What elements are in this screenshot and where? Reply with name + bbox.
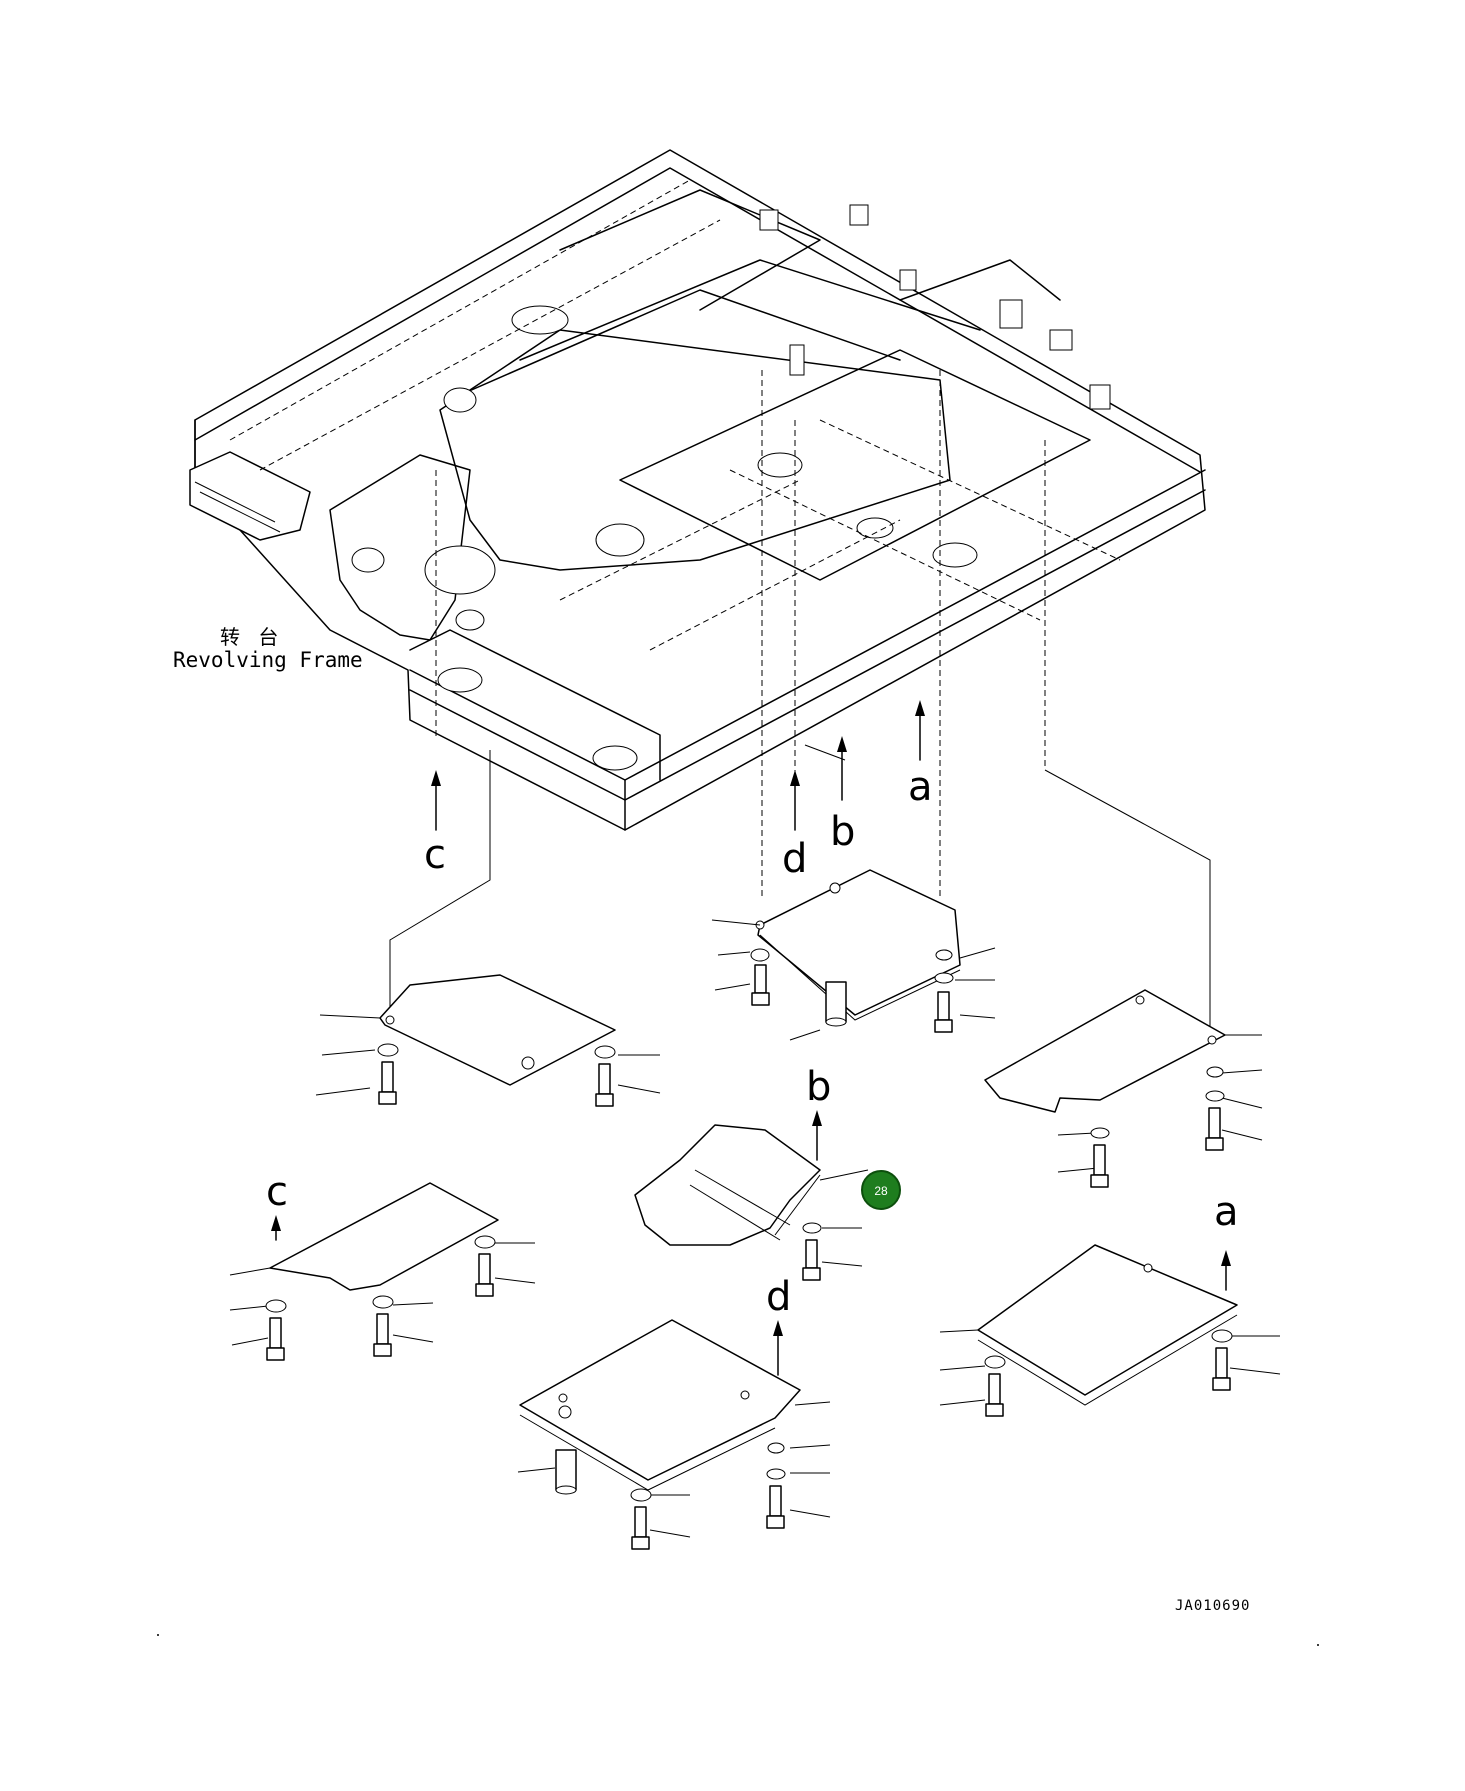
nut-icon: [935, 949, 953, 961]
bolt-icon: [634, 1506, 647, 1538]
middle-callouts: b c a d: [266, 1064, 1239, 1376]
pin-icon: [825, 981, 847, 1023]
bolt-icon: [754, 964, 767, 994]
cover-plate-d-lower: [517, 1319, 831, 1550]
cover-plate-right-upper: [984, 989, 1263, 1188]
bolt-icon: [478, 1253, 491, 1285]
bolt-icon: [269, 1317, 282, 1349]
bolt-icon: [598, 1063, 611, 1095]
washer-icon: [1211, 1329, 1233, 1343]
washer-icon: [1090, 1127, 1110, 1139]
callout-b-frame: b: [830, 809, 855, 855]
callout-b-mid: b: [806, 1064, 831, 1110]
washer-icon: [265, 1299, 287, 1313]
callout-a-mid: a: [1214, 1189, 1239, 1235]
washer-icon: [1205, 1090, 1225, 1102]
washer-icon: [594, 1045, 616, 1059]
washer-icon: [377, 1043, 399, 1057]
washer-icon: [984, 1355, 1006, 1369]
part-number-badge[interactable]: 28: [861, 1170, 901, 1210]
bolt-icon: [1093, 1144, 1106, 1176]
fasteners-d-upper: [750, 948, 954, 1033]
reference-lines: [389, 370, 1211, 1040]
washer-icon: [766, 1468, 786, 1480]
nut-icon: [1206, 1066, 1224, 1078]
bolt-icon: [937, 991, 950, 1021]
callout-d-frame: d: [782, 836, 807, 882]
nut-icon: [767, 1442, 785, 1454]
bolt-icon: [1208, 1107, 1221, 1139]
bolt-icon: [381, 1061, 394, 1093]
washer-icon: [934, 972, 954, 984]
washer-icon: [750, 948, 770, 962]
frame-callouts: c d b a: [424, 700, 933, 882]
frame-label-cn: 转 台: [220, 625, 284, 649]
bolt-icon: [988, 1373, 1001, 1405]
washer-icon: [372, 1295, 394, 1309]
bolt-icon: [376, 1313, 389, 1345]
washer-icon: [630, 1488, 652, 1502]
callout-c-mid: c: [266, 1169, 288, 1215]
callout-d-lower: d: [766, 1274, 791, 1320]
cover-plate-c-upper: [315, 974, 661, 1107]
frame-label-en: Revolving Frame: [173, 648, 363, 672]
cover-plate-a-lower: [939, 1244, 1281, 1417]
center-cover-part-28: [634, 1124, 869, 1281]
washer-icon: [474, 1235, 496, 1249]
badge-number: 28: [874, 1184, 888, 1198]
cover-plate-c-lower: [229, 1182, 536, 1361]
bolt-icon: [769, 1485, 782, 1517]
badge-circle: [861, 1170, 901, 1210]
frame-label: 转 台 Revolving Frame: [173, 625, 363, 672]
drawing-code: JA010690: [1175, 1598, 1250, 1614]
callout-c-frame: c: [424, 832, 446, 878]
callout-a-frame: a: [908, 764, 933, 810]
pin-icon: [555, 1449, 577, 1491]
revolving-frame: [189, 149, 1206, 831]
bolt-icon: [1215, 1347, 1228, 1379]
washer-icon: [802, 1222, 822, 1234]
bolt-icon: [805, 1239, 818, 1269]
